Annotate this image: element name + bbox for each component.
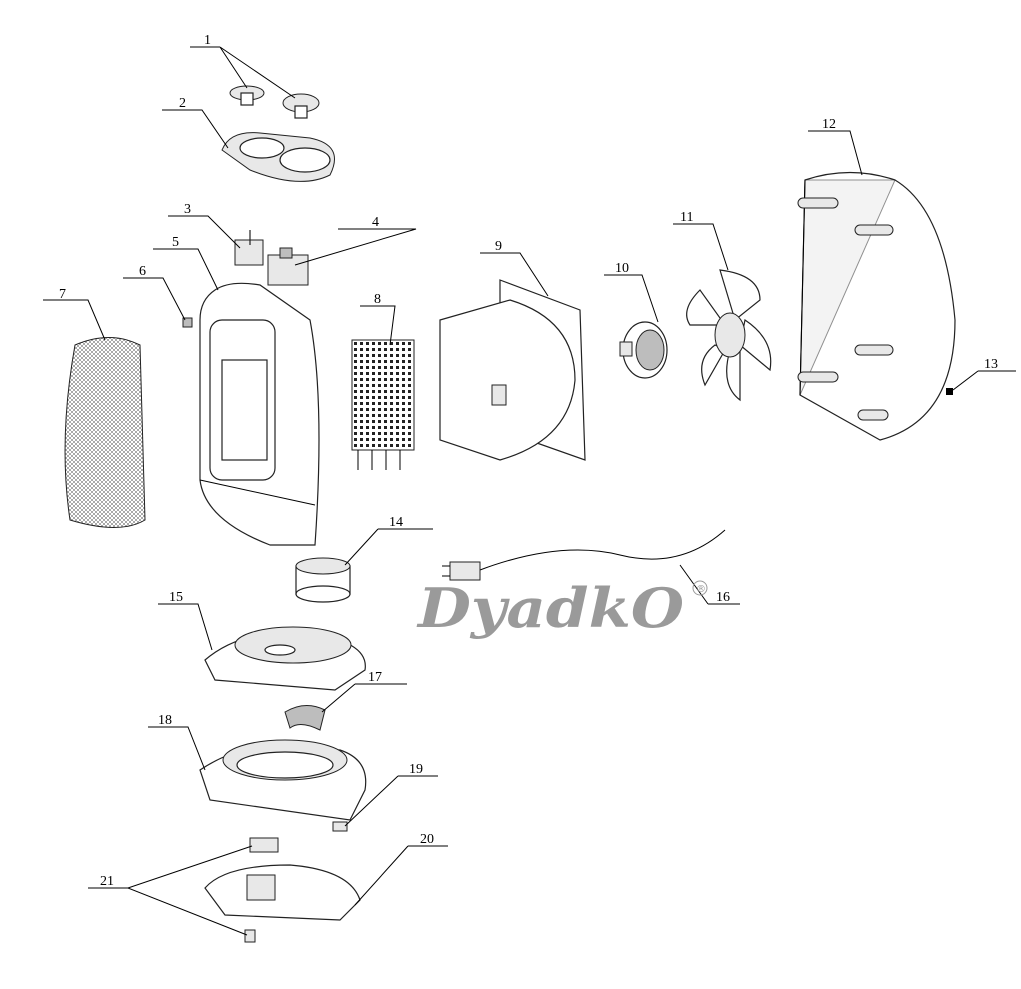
watermark-logo: DyadkO bbox=[416, 576, 684, 640]
label-17: 17 bbox=[368, 670, 382, 685]
label-14: 14 bbox=[389, 515, 403, 530]
part-1-knobs bbox=[229, 85, 320, 119]
part-16-power-cord bbox=[442, 529, 726, 581]
part-5-front-housing bbox=[199, 282, 320, 546]
registered-mark: ® bbox=[696, 584, 706, 595]
label-21: 21 bbox=[100, 874, 114, 889]
label-16: 16 bbox=[716, 590, 730, 605]
label-8: 8 bbox=[374, 292, 381, 307]
label-9: 9 bbox=[495, 239, 502, 254]
leader-lines bbox=[43, 46, 1016, 936]
part-8-heating-element bbox=[351, 339, 415, 470]
part-20-bottom-plate bbox=[204, 864, 361, 921]
label-4: 4 bbox=[372, 215, 379, 230]
part-13-marker bbox=[946, 388, 953, 395]
label-19: 19 bbox=[409, 762, 423, 777]
part-7-grille bbox=[64, 337, 146, 528]
part-21-microswitch bbox=[244, 837, 279, 943]
part-18-base bbox=[199, 739, 367, 821]
part-labels: 1 2 3 4 5 6 7 8 9 10 11 12 13 14 15 16 1… bbox=[59, 33, 998, 889]
label-6: 6 bbox=[139, 264, 146, 279]
part-15-turntable bbox=[204, 626, 366, 691]
part-3-switch bbox=[234, 230, 264, 266]
label-12: 12 bbox=[822, 117, 836, 132]
part-12-rear-housing bbox=[797, 171, 956, 441]
part-9-fan-housing bbox=[439, 279, 586, 461]
registered-mark-icon bbox=[692, 580, 708, 596]
label-1: 1 bbox=[204, 33, 211, 48]
label-20: 20 bbox=[420, 832, 434, 847]
label-2: 2 bbox=[179, 96, 186, 111]
label-10: 10 bbox=[615, 261, 629, 276]
part-4-thermostat bbox=[267, 247, 309, 286]
part-17-gear bbox=[284, 705, 326, 731]
label-3: 3 bbox=[184, 202, 191, 217]
part-10-motor bbox=[619, 321, 668, 379]
part-19-clip bbox=[332, 821, 348, 832]
part-2-control-panel bbox=[221, 132, 335, 182]
label-13: 13 bbox=[984, 357, 998, 372]
part-6-clip bbox=[182, 317, 193, 328]
label-18: 18 bbox=[158, 713, 172, 728]
label-15: 15 bbox=[169, 590, 183, 605]
label-11: 11 bbox=[680, 210, 693, 225]
part-11-fan-blade bbox=[686, 269, 772, 402]
label-7: 7 bbox=[59, 287, 66, 302]
label-5: 5 bbox=[172, 235, 179, 250]
part-14-cylinder bbox=[295, 557, 351, 603]
